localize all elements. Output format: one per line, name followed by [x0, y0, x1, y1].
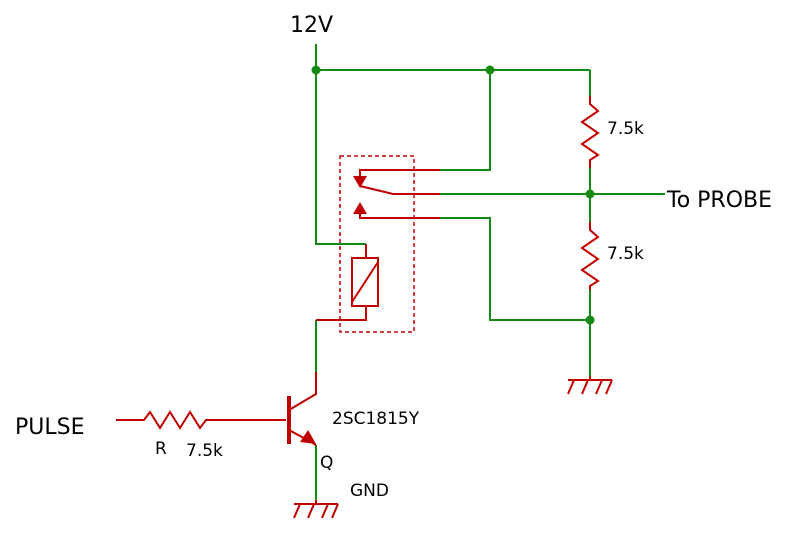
- relay-coil-leads: [316, 244, 367, 321]
- ground-symbol-divider: [567, 376, 613, 395]
- relay-outline: [339, 155, 415, 333]
- wires: [315, 44, 665, 500]
- transistor-collector: [288, 372, 317, 411]
- wire-rail-to-relay-top: [440, 70, 491, 171]
- relay-coil-diagonal: [351, 261, 379, 303]
- relay-nc-contact: [353, 176, 367, 188]
- relay-coil: [351, 257, 379, 307]
- junctions: [311, 65, 595, 325]
- junction-dot: [485, 65, 495, 75]
- resistor-bottom: [580, 222, 600, 290]
- transistor: [287, 372, 317, 446]
- transistor-ref-label: Q: [320, 453, 333, 473]
- resistor-top: [580, 96, 600, 168]
- pulse-label: PULSE: [15, 415, 85, 440]
- transistor-emitter-arrow: [300, 430, 316, 444]
- junction-dot: [585, 189, 595, 199]
- resistor-base-name: R: [155, 439, 167, 459]
- wire-supply-to-coil: [315, 70, 366, 245]
- ground-label: GND: [350, 481, 389, 501]
- resistor-base-value: 7.5k: [186, 441, 223, 461]
- resistor-bottom-value: 7.5k: [607, 244, 644, 264]
- probe-label: To PROBE: [666, 188, 772, 213]
- relay: [316, 155, 440, 333]
- relay-no-contact: [353, 202, 367, 214]
- relay-contact-wires: [359, 169, 440, 219]
- wire-relay-bottom-to-ground: [440, 217, 590, 321]
- supply-label: 12V: [290, 13, 333, 38]
- resistor-top-value: 7.5k: [607, 119, 644, 139]
- junction-dot: [585, 315, 595, 325]
- resistor-base: [116, 410, 286, 430]
- ground-symbol-emitter: [293, 500, 339, 519]
- transistor-part-label: 2SC1815Y: [332, 409, 420, 429]
- junction-dot: [311, 65, 321, 75]
